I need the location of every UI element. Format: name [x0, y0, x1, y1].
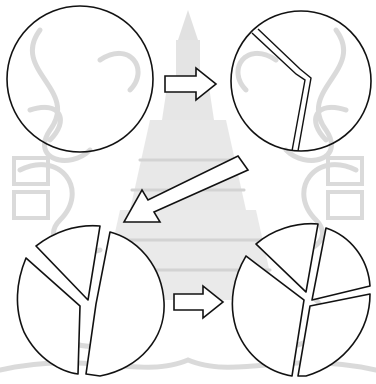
figure-canvas	[0, 0, 376, 384]
diagram-svg	[0, 0, 376, 384]
